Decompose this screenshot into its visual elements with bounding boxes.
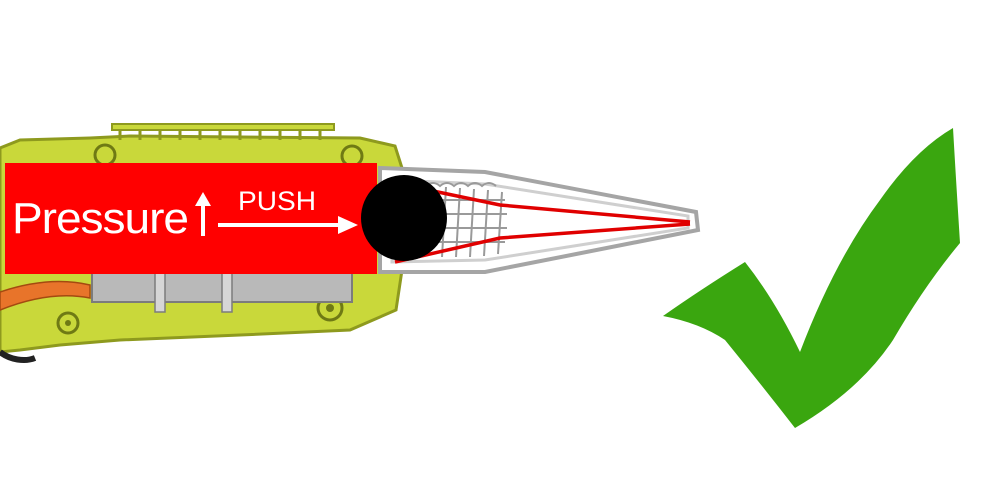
- push-label: PUSH: [238, 186, 316, 216]
- housing-ridge-bar: [111, 123, 335, 131]
- wires: [0, 280, 91, 311]
- checkmark-icon: [663, 128, 960, 428]
- pressure-label: Pressure: [12, 194, 188, 243]
- screw-boss: [93, 143, 117, 167]
- arrow-up-icon: [195, 192, 211, 236]
- power-cord: [0, 349, 37, 363]
- pressure-panel: [5, 163, 377, 274]
- arrow-right-icon: [218, 216, 358, 234]
- ball: [361, 175, 447, 261]
